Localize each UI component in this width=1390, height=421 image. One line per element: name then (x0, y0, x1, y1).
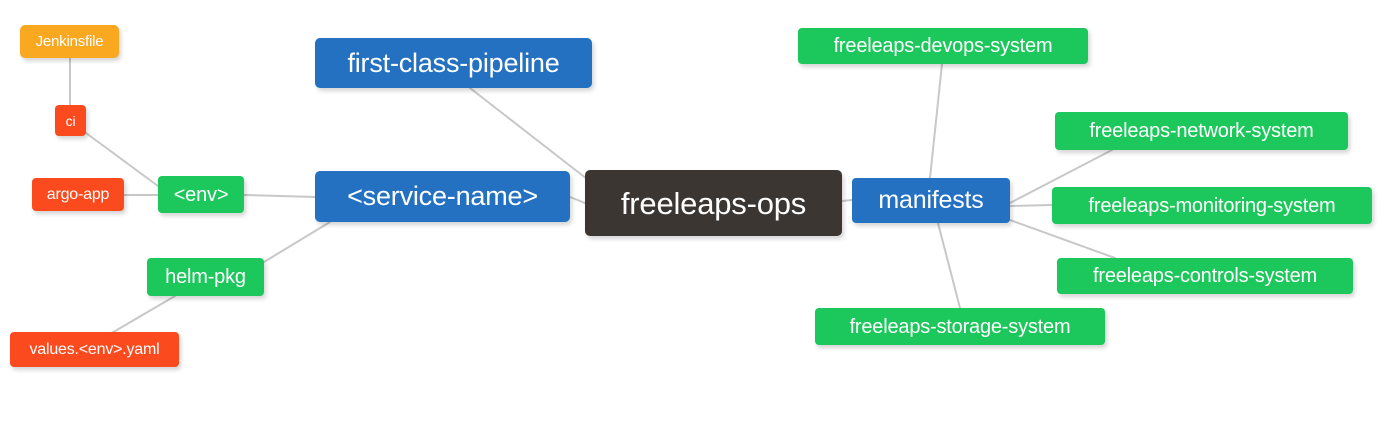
node-first-class-pipeline[interactable]: first-class-pipeline (315, 38, 592, 88)
edge-helm-pkg-to-values-env-yaml (109, 295, 176, 335)
node-label: values.<env>.yaml (29, 340, 160, 358)
node-label: ci (65, 112, 76, 129)
node-values-env-yaml[interactable]: values.<env>.yaml (10, 332, 179, 367)
node-label: <service-name> (347, 181, 538, 211)
edge-service-name-to-env (243, 194, 316, 198)
edge-freeleaps-ops-to-service-name (569, 196, 586, 204)
node-label: freeleaps-monitoring-system (1088, 194, 1336, 217)
node-freeleaps-storage-system[interactable]: freeleaps-storage-system (815, 308, 1105, 345)
node-freeleaps-ops[interactable]: freeleaps-ops (585, 170, 842, 236)
node-freeleaps-network-system[interactable]: freeleaps-network-system (1055, 112, 1348, 150)
node-env[interactable]: <env> (158, 176, 244, 213)
node-label: first-class-pipeline (347, 47, 560, 78)
node-ci[interactable]: ci (55, 105, 86, 136)
node-argo-app[interactable]: argo-app (32, 178, 124, 211)
node-label: argo-app (46, 185, 110, 203)
node-freeleaps-controls-system[interactable]: freeleaps-controls-system (1057, 258, 1353, 294)
node-label: freeleaps-controls-system (1093, 265, 1317, 287)
node-helm-pkg[interactable]: helm-pkg (147, 258, 264, 296)
node-label: freeleaps-ops (620, 185, 807, 221)
node-label: <env> (173, 183, 229, 206)
node-manifests[interactable]: manifests (852, 178, 1010, 223)
edge-manifests-to-freeleaps-storage-system (937, 222, 961, 309)
edge-manifests-to-freeleaps-monitoring-system (1009, 204, 1053, 207)
edge-freeleaps-ops-to-manifests (841, 199, 853, 202)
node-label: Jenkinsfile (35, 33, 104, 50)
node-label: freeleaps-devops-system (833, 35, 1053, 57)
edge-service-name-to-helm-pkg (263, 221, 331, 263)
node-jenkinsfile[interactable]: Jenkinsfile (20, 25, 119, 58)
node-freeleaps-devops-system[interactable]: freeleaps-devops-system (798, 28, 1088, 64)
node-label: freeleaps-network-system (1089, 120, 1314, 142)
node-label: helm-pkg (165, 266, 246, 288)
edge-manifests-to-freeleaps-devops-system (929, 63, 943, 179)
edge-manifests-to-freeleaps-controls-system (1009, 219, 1116, 259)
node-label: manifests (878, 186, 984, 214)
node-service-name[interactable]: <service-name> (315, 171, 570, 222)
node-freeleaps-monitoring-system[interactable]: freeleaps-monitoring-system (1052, 187, 1372, 224)
node-label: freeleaps-storage-system (849, 315, 1071, 338)
